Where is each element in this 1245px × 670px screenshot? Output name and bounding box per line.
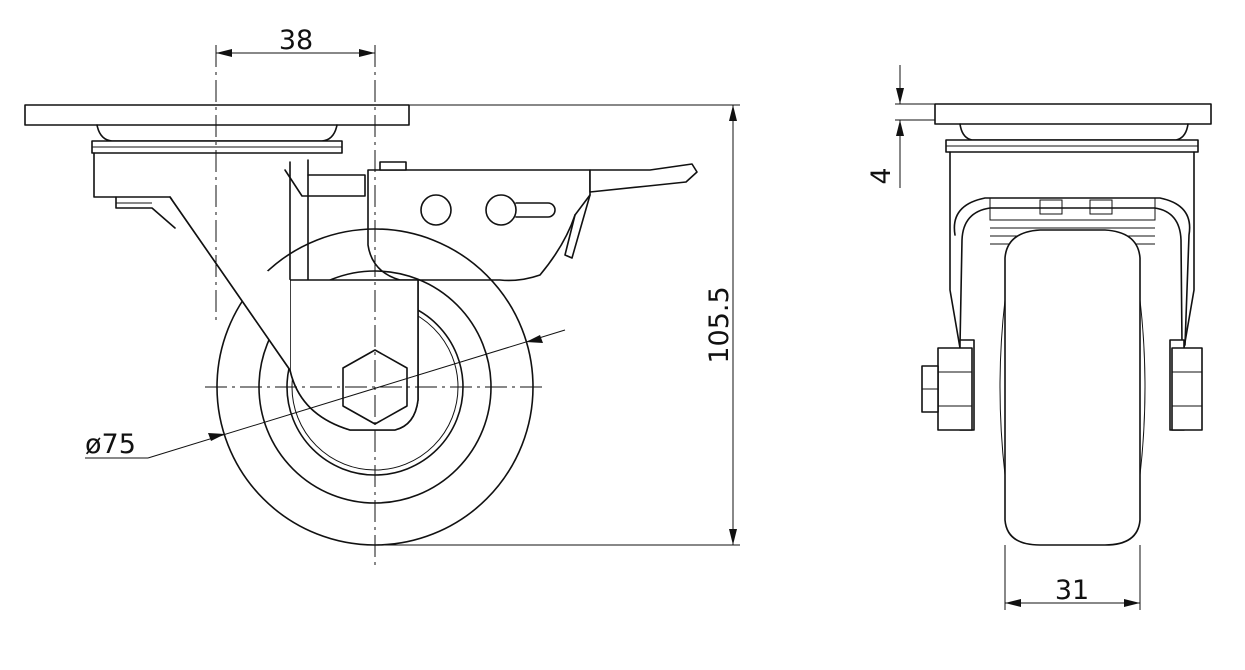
side-brake-slot xyxy=(515,202,556,218)
front-wheel xyxy=(1004,229,1141,546)
front-view xyxy=(921,103,1212,546)
side-brake-hole-1 xyxy=(420,194,452,226)
front-axle-nut-right xyxy=(1171,347,1203,431)
side-brake-pedal xyxy=(589,163,698,193)
side-brake-hole-2 xyxy=(485,194,517,226)
front-axle-nut-left xyxy=(937,347,973,431)
side-view xyxy=(24,45,698,570)
front-top-plate xyxy=(934,103,1212,125)
dim-height-label: 105.5 xyxy=(704,286,735,363)
dim-offset-label: 38 xyxy=(279,25,313,56)
dim-diameter-label: ø75 xyxy=(85,429,136,460)
side-brake-bracket xyxy=(367,169,591,282)
front-fork-body xyxy=(949,151,1195,349)
side-dimensions: 38 105.5 ø75 xyxy=(85,25,740,546)
side-top-plate xyxy=(24,104,410,126)
front-dimensions: 4 31 xyxy=(866,65,1141,610)
side-brake-pin xyxy=(379,161,407,171)
dim-plate-thickness-label: 4 xyxy=(866,167,897,184)
dim-wheel-width-label: 31 xyxy=(1055,575,1089,606)
side-bearing-race xyxy=(96,124,338,142)
